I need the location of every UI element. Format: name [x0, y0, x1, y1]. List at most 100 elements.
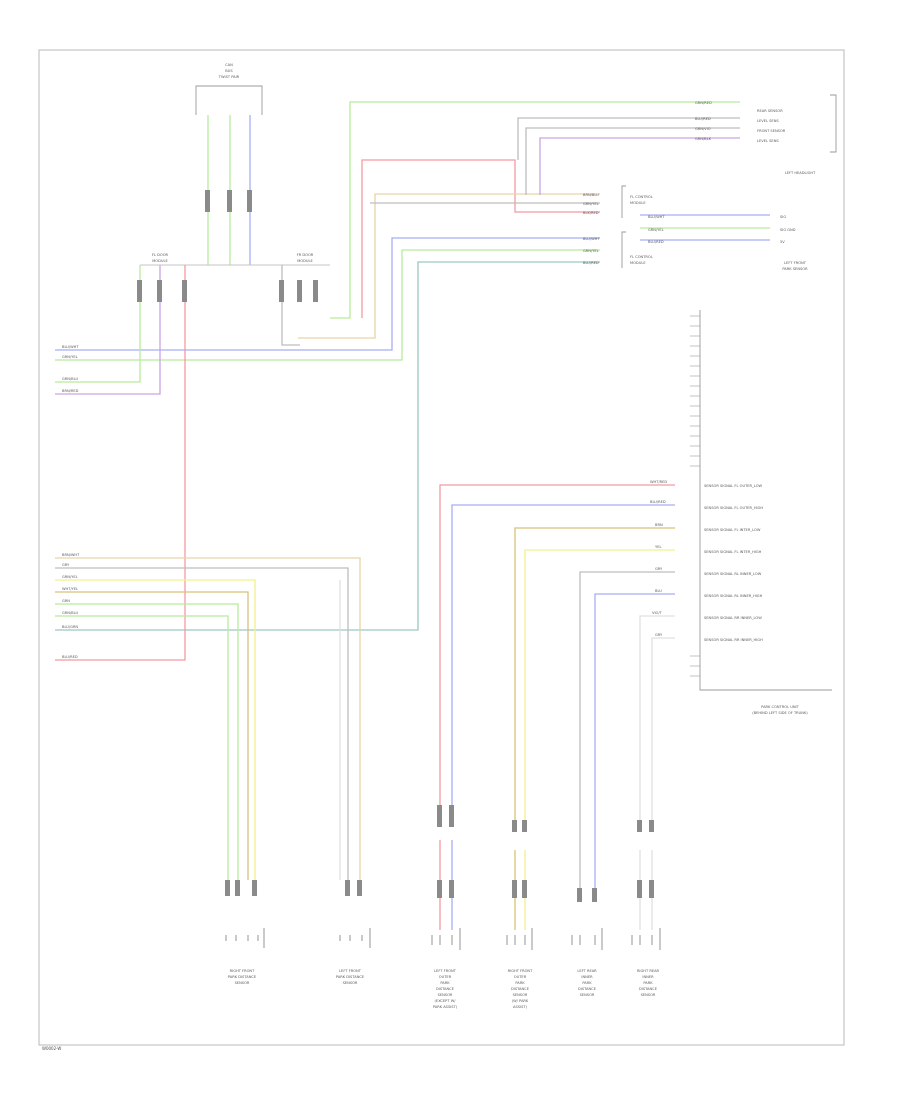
splice-bracket: [621, 185, 626, 218]
component-title: RIGHT FRONT: [508, 969, 533, 973]
park-sensor-pin-label: 5V: [780, 240, 785, 244]
connector: [345, 880, 350, 896]
connector: [357, 880, 362, 896]
control-signal-label: SENSOR SIGNAL FL OUTER_LOW: [704, 484, 763, 488]
wire: [651, 637, 675, 820]
component-title: SENSOR: [513, 993, 528, 997]
connector: [313, 280, 318, 302]
left-module-name: FL DOOR: [152, 253, 169, 257]
connector: [512, 880, 517, 898]
connector: [449, 880, 454, 898]
component-title: (W/ PARK: [512, 999, 529, 1003]
connector: [137, 280, 142, 302]
left-wire-label: GRN/BLU: [62, 377, 78, 381]
headlight-pin-label: REAR SENSOR: [757, 109, 783, 113]
connector: [649, 880, 654, 898]
component-title: ASSIST): [513, 1005, 528, 1009]
connector: [225, 880, 230, 896]
wire: [55, 615, 229, 880]
control-pin-label: VIO/T: [652, 611, 663, 615]
connector: [522, 880, 527, 898]
splice-wire-label: GRN/YEL: [583, 202, 599, 206]
right-module-sub: MODULE: [297, 259, 313, 263]
splice-top-label: FL CONTROL: [630, 195, 653, 199]
wire: [55, 557, 361, 880]
control-pin-label: GRY: [655, 567, 663, 571]
control-unit-title: PARK CONTROL UNIT: [761, 705, 799, 709]
wire: [55, 265, 161, 395]
connector: [227, 190, 232, 212]
splice2-wire-label: GRN/YEL: [583, 249, 599, 253]
wire: [361, 159, 600, 318]
left-module-sub: MODULE: [152, 259, 168, 263]
connector: [297, 280, 302, 302]
control-unit-bracket: [699, 310, 832, 691]
component-title: RIGHT REAR: [637, 969, 660, 973]
component-title: SENSOR: [235, 981, 250, 985]
left-lower-wire-label: GRN: [62, 599, 70, 603]
connector: [205, 190, 210, 212]
left-lower-wire-label: BLU/GRN: [62, 625, 78, 629]
wire: [55, 579, 256, 880]
connector: [279, 280, 284, 302]
right-module-name: FR DOOR: [297, 253, 314, 257]
connector: [182, 280, 187, 302]
component-title: OUTER: [514, 975, 527, 979]
component-title: PARK: [582, 981, 592, 985]
connector: [437, 805, 442, 827]
component-title: RIGHT FRONT: [230, 969, 255, 973]
component-title: DISTANCE: [578, 987, 597, 991]
wire: [55, 237, 600, 351]
headlight-wire-label: BLU/RED: [695, 117, 711, 121]
control-pin-label: YEL: [655, 545, 661, 549]
headlight-wire-label: GRN/VIO: [695, 127, 711, 131]
component-title: LEFT REAR: [577, 969, 597, 973]
control-pin-label: BLU/RED: [650, 500, 666, 504]
splice-bottom-label: FL CONTROL: [630, 255, 653, 259]
splice-wire-label: BRN/BLU: [583, 193, 599, 197]
connector: [637, 880, 642, 898]
connector: [157, 280, 162, 302]
left-lower-wire-label: BRN/WHT: [62, 553, 80, 557]
wire: [55, 265, 186, 661]
component-title: INNER: [642, 975, 654, 979]
control-signal-label: SENSOR SIGNAL RL INNER_HIGH: [704, 594, 763, 598]
bottom-component-titles: RIGHT FRONT PARK DISTANCE SENSOR LEFT FR…: [228, 969, 660, 1009]
connector: [235, 880, 240, 896]
left-wire-label: BRN/RED: [62, 389, 79, 393]
wire: [517, 117, 740, 160]
control-signal-label: SENSOR SIGNAL FL OUTER_HIGH: [704, 506, 763, 510]
wire: [639, 615, 675, 820]
headlight-wire-label: GRN/BLK: [695, 137, 712, 141]
wire: [55, 603, 239, 880]
top-connector-label: CAN: [225, 63, 233, 67]
connector: [577, 888, 582, 902]
component-title: DISTANCE: [511, 987, 530, 991]
headlight-pin-label: LEVEL SENS: [757, 119, 779, 123]
wire: [579, 571, 675, 890]
connectors: [137, 190, 654, 902]
park-sensor-pin-label: SIG GND: [780, 228, 796, 232]
wire: [55, 265, 141, 383]
connector: [252, 880, 257, 896]
control-pin-label: GRY: [655, 633, 663, 637]
wires: [55, 101, 770, 930]
headlight-bracket: [830, 94, 837, 153]
connector: [512, 820, 517, 832]
splice-bottom-label: MODULE: [630, 261, 646, 265]
connector: [449, 805, 454, 827]
park-sensor-pin-label: SIG: [780, 215, 786, 219]
headlight-pin-label: LEVEL SENS: [757, 139, 779, 143]
component-title: LEFT FRONT: [434, 969, 457, 973]
left-wire-label: GRN/YEL: [62, 355, 78, 359]
component-title: (EXCEPT W/: [435, 999, 457, 1003]
wire: [514, 527, 675, 820]
diagram-frame: [38, 49, 845, 1046]
splice2-wire-label: BLU/RED: [583, 261, 599, 265]
control-signal-label: SENSOR SIGNAL RR INNER_HIGH: [704, 638, 763, 642]
wire: [55, 261, 600, 631]
left-lower-wire-label: GRN/YEL: [62, 575, 78, 579]
wire: [330, 101, 740, 319]
wire: [524, 549, 675, 820]
